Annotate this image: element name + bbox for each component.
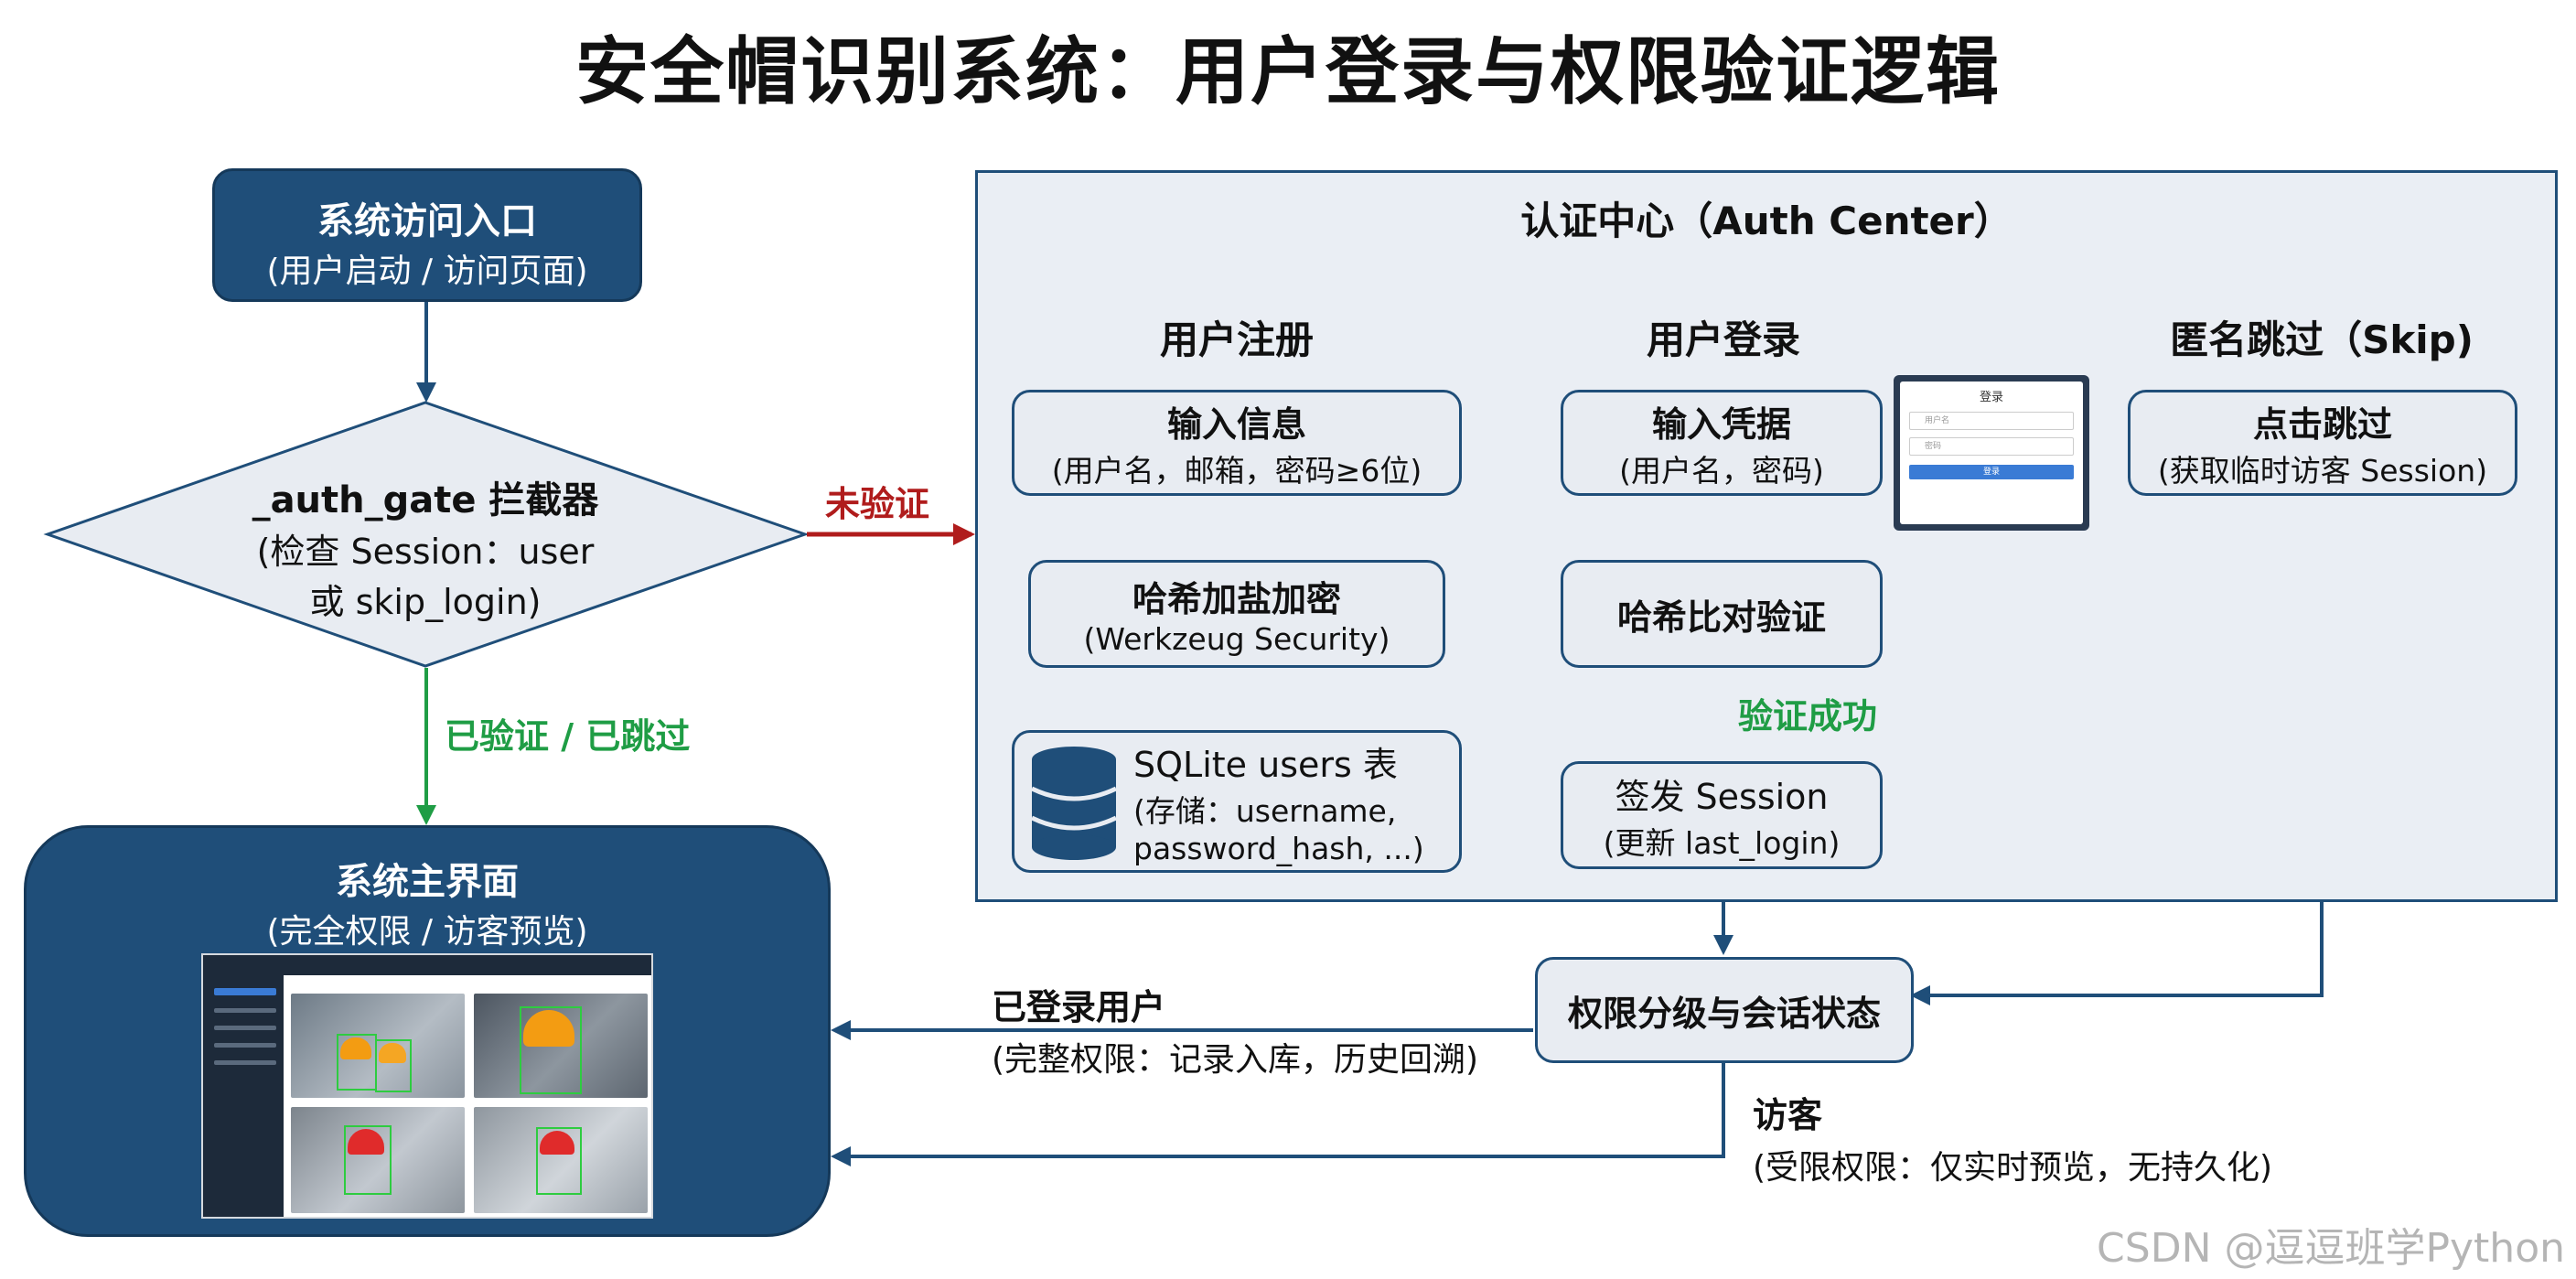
auth-center-title: 认证中心（Auth Center） bbox=[1520, 199, 2012, 243]
skip-node: 点击跳过 (获取临时访客 Session) bbox=[2128, 390, 2517, 496]
register-header: 用户注册 bbox=[1159, 317, 1314, 362]
gate-sublabel-2: 或 skip_login) bbox=[309, 582, 542, 622]
skip-header: 匿名跳过（Skip) bbox=[2170, 317, 2474, 362]
database-icon bbox=[1030, 747, 1118, 860]
sqlite-sublabel-1: (存储：username, bbox=[1133, 793, 1397, 829]
login-header: 用户登录 bbox=[1646, 317, 1800, 362]
session-sublabel: (更新 last_login) bbox=[1603, 824, 1841, 861]
main-sublabel: (完全权限 / 访客预览) bbox=[266, 913, 588, 951]
edge-label-success: 验证成功 bbox=[1738, 696, 1878, 736]
app-preview-sidebar bbox=[203, 975, 284, 1217]
register-input-node: 输入信息 (用户名，邮箱，密码≥6位) bbox=[1012, 390, 1462, 496]
session-label: 签发 Session bbox=[1615, 776, 1829, 817]
hash-verify-node: 哈希比对验证 bbox=[1561, 560, 1883, 668]
session-node: 签发 Session (更新 last_login) bbox=[1561, 761, 1883, 869]
login-input-label: 输入凭据 bbox=[1651, 403, 1791, 445]
hash-verify-label: 哈希比对验证 bbox=[1616, 597, 1826, 638]
logged-in-edge-label: 已登录用户 (完整权限：记录入库，历史回溯) bbox=[992, 979, 1478, 1080]
gate-sublabel-1: (检查 Session：user bbox=[256, 532, 595, 572]
guest-label: 访客 bbox=[1753, 1095, 1823, 1135]
gate-diamond bbox=[43, 401, 810, 668]
entry-node: 系统访问入口 (用户启动 / 访问页面) bbox=[212, 168, 642, 302]
skip-label: 点击跳过 bbox=[2252, 403, 2392, 445]
entry-label: 系统访问入口 bbox=[317, 200, 537, 242]
camera-feed-3 bbox=[291, 1107, 465, 1213]
guest-sublabel: (受限权限：仅实时预览，无持久化) bbox=[1753, 1149, 2273, 1187]
register-input-sublabel: (用户名，邮箱，密码≥6位) bbox=[1051, 452, 1422, 489]
gate-label: _auth_gate 拦截器 bbox=[252, 479, 599, 521]
login-preview-username: 用户名 bbox=[1909, 412, 2074, 430]
main-label: 系统主界面 bbox=[336, 861, 519, 903]
hash-node: 哈希加盐加密 (Werkzeug Security) bbox=[1028, 560, 1445, 668]
guest-edge-label: 访客 (受限权限：仅实时预览，无持久化) bbox=[1753, 1087, 2272, 1188]
login-preview-title: 登录 bbox=[1979, 391, 2003, 404]
camera-feed-4 bbox=[474, 1107, 648, 1213]
app-preview-topbar bbox=[203, 955, 651, 975]
login-input-sublabel: (用户名，密码) bbox=[1619, 452, 1824, 489]
logged-in-sublabel: (完整权限：记录入库，历史回溯) bbox=[992, 1041, 1479, 1079]
camera-feed-1 bbox=[291, 994, 465, 1098]
permission-label: 权限分级与会话状态 bbox=[1567, 993, 1881, 1034]
register-input-label: 输入信息 bbox=[1166, 403, 1306, 445]
watermark: CSDN @逗逗班学Python bbox=[2097, 1225, 2565, 1272]
gate-node: _auth_gate 拦截器 (检查 Session：user 或 skip_l… bbox=[128, 470, 723, 624]
edge-label-verified: 已验证 / 已跳过 bbox=[445, 716, 691, 757]
sqlite-label: SQLite users 表 bbox=[1133, 745, 1398, 785]
skip-sublabel: (获取临时访客 Session) bbox=[2157, 452, 2488, 489]
login-input-node: 输入凭据 (用户名，密码) bbox=[1561, 390, 1883, 496]
hash-sublabel: (Werkzeug Security) bbox=[1083, 621, 1390, 657]
sqlite-sublabel-2: password_hash, ...) bbox=[1133, 831, 1424, 866]
permission-node: 权限分级与会话状态 bbox=[1535, 957, 1914, 1063]
logged-in-label: 已登录用户 bbox=[992, 987, 1166, 1027]
hash-label: 哈希加盐加密 bbox=[1132, 579, 1341, 619]
login-preview-button: 登录 bbox=[1909, 465, 2074, 479]
edge-label-unverified: 未验证 bbox=[825, 484, 930, 524]
page-title: 安全帽识别系统：用户登录与权限验证逻辑 bbox=[575, 29, 2001, 114]
app-preview-image bbox=[201, 953, 653, 1219]
login-form-preview: 登录 用户名 密码 登录 bbox=[1894, 375, 2089, 531]
camera-feed-2 bbox=[474, 994, 648, 1098]
login-preview-password: 密码 bbox=[1909, 437, 2074, 456]
entry-sublabel: (用户启动 / 访问页面) bbox=[266, 253, 588, 290]
